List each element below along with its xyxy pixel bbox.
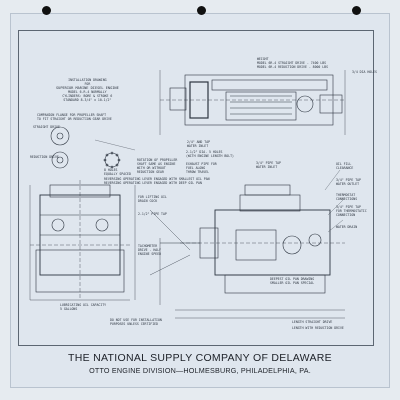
- lifting-line: FOR LIFTING OIL: [138, 195, 167, 199]
- water-inlet2-line: WATER INLET: [187, 144, 209, 148]
- installation-warning: DO NOT USE FOR INSTALLATION PURPOSES UNL…: [110, 318, 162, 326]
- holes-line: 8 HOLES: [104, 168, 118, 172]
- thermostat-line: CONNECTIONS: [336, 197, 358, 201]
- pipe-tap-label: 2-1/2" PIPE TAP: [138, 212, 167, 216]
- exhaust-note: EXHAUST PIPE FOR FUEL ALONG THROW TRAVEL: [186, 162, 217, 174]
- warning-line: PURPOSES UNLESS CERTIFIED: [110, 322, 158, 326]
- warning-line: DO NOT USE FOR INSTALLATION: [110, 318, 162, 322]
- water-inlet2-line: 2/4" AND TAP: [187, 140, 211, 144]
- water-outlet-line: 3/4" PIPE TAP: [336, 178, 361, 182]
- lever-note: REVERSING OPERATING LEVER ENGAGED WITH S…: [104, 177, 210, 185]
- flange-line: TO FIT STRAIGHT OR REDUCTION GEAR DRIVE: [37, 117, 112, 121]
- oil-fill-line: CLEARANCE: [336, 166, 354, 170]
- installation-line: INSTALLATION DRAWING: [68, 78, 107, 82]
- lifting-line: DRAIN COCK: [138, 199, 158, 203]
- flange-line: COMPANION FLANGE FOR PROPELLER SHAFT: [37, 113, 107, 117]
- tap2-line: FOR THERMOSTATIC: [336, 209, 367, 213]
- binder-hole-center: [197, 6, 206, 15]
- oil-pan-note: DEEPEST OIL PAN DRAWING SMALLER OIL PAN …: [270, 277, 314, 285]
- water-inlet2-note: 2/4" AND TAP WATER INLET: [187, 140, 210, 148]
- exhaust-line: FUEL ALONG: [186, 166, 206, 170]
- binder-hole-left: [42, 6, 51, 15]
- installation-note: INSTALLATION DRAWING FOR SUPERIOR MARINE…: [56, 78, 119, 102]
- length-straight-label: LENGTH STRAIGHT DRIVE: [292, 320, 333, 324]
- installation-line: FOR: [84, 82, 91, 86]
- holes-note: 8 HOLES EQUALLY SPACED: [104, 168, 131, 176]
- bolt-hole-pattern: [104, 152, 120, 168]
- thermostatic-tap-note: 3/4" PIPE TAP FOR THERMOSTATIC CONNECTIO…: [336, 205, 367, 217]
- straight-drive-flange: [50, 126, 70, 146]
- oil-pan-line: DEEPEST OIL PAN DRAWING: [270, 277, 315, 281]
- lube-line: LUBRICATING OIL CAPACITY: [60, 303, 107, 307]
- thermostat-note: THERMOSTAT CONNECTIONS: [336, 193, 357, 201]
- lube-line: 5 GALLONS: [60, 307, 78, 311]
- weight-title: WEIGHT: [257, 57, 269, 61]
- water-outlet-note: 3/4" PIPE TAP WATER OUTLET: [336, 178, 361, 186]
- engine-side-view: [214, 209, 331, 276]
- oil-fill-line: OIL FILL: [336, 162, 352, 166]
- water-inlet-line: 3/4" PIPE TAP: [256, 161, 281, 165]
- installation-line: CYLINDERS: BORE & STROKE 6: [62, 94, 113, 98]
- straight-drive-label: STRAIGHT DRIVE: [33, 125, 60, 129]
- oil-fill-note: OIL FILL CLEARANCE: [336, 162, 353, 170]
- drawing-frame: [18, 30, 374, 346]
- reduction-drive-label: REDUCTION DRIVE: [30, 155, 59, 159]
- length-reduction-label: LENGTH WITH REDUCTION DRIVE: [292, 326, 344, 330]
- weight-line: MODEL 6R-4 REDUCTION DRIVE - 8000 LBS: [257, 65, 329, 69]
- side-view-top: [244, 184, 291, 196]
- exhaust-manifold-top: [225, 91, 297, 121]
- sump-line: 2-1/2" DIA. 5 HOLES: [186, 150, 223, 154]
- weight-line: MODEL 6R-4 STRAIGHT DRIVE - 7400 LBS: [257, 61, 327, 65]
- binder-hole-right: [352, 6, 361, 15]
- sump-line: (WITH ENGINE LENGTH BOLT): [186, 154, 234, 158]
- dia-holes-label: 3/4 DIA HOLES: [352, 70, 377, 74]
- end-view-head: [49, 184, 111, 198]
- pump-circle-top: [296, 95, 314, 113]
- tap2-line: 3/4" PIPE TAP: [336, 205, 361, 209]
- installation-line: SUPERIOR MARINE DIESEL ENGINE: [56, 86, 119, 90]
- tachometer-line: ENGINE SPEED: [138, 252, 162, 256]
- rotation-line: SHAFT SAME AS ENGINE: [137, 162, 176, 166]
- exhaust-line: EXHAUST PIPE FOR: [186, 162, 217, 166]
- sump-note: 2-1/2" DIA. 5 HOLES (WITH ENGINE LENGTH …: [186, 150, 234, 158]
- weight-note: WEIGHT MODEL 6R-4 STRAIGHT DRIVE - 7400 …: [257, 57, 328, 69]
- rotation-line: WITH OR WITHOUT: [137, 166, 166, 170]
- reduction-drive-flange: [51, 151, 69, 169]
- side-view-valve-cover: [239, 194, 301, 212]
- tachometer-line: TACHOMETER: [138, 244, 158, 248]
- installation-line: MODEL 6-R-4 NORMALLY: [68, 90, 107, 94]
- rotation-note: ROTATION OF PROPELLER SHAFT SAME AS ENGI…: [137, 158, 177, 174]
- thermostat-line: THERMOSTAT: [336, 193, 356, 197]
- rotation-line: ROTATION OF PROPELLER: [137, 158, 178, 162]
- holes-line: EQUALLY SPACED: [104, 172, 131, 176]
- tachometer-note: TACHOMETER DRIVE - HALF ENGINE SPEED: [138, 244, 161, 256]
- front-end-top: [319, 94, 343, 114]
- tap2-line: CONNECTION: [336, 213, 356, 217]
- tachometer-line: DRIVE - HALF: [138, 248, 162, 252]
- lifting-note: FOR LIFTING OIL DRAIN COCK: [138, 195, 167, 203]
- water-drain-label: WATER DRAIN: [336, 225, 358, 229]
- side-view-oil-pan: [224, 274, 326, 294]
- lube-note: LUBRICATING OIL CAPACITY 5 GALLONS: [60, 303, 106, 311]
- oil-pan-line: SMALLER OIL PAN SPECIAL: [270, 281, 315, 285]
- blueprint-sheet: [10, 13, 390, 388]
- valve-cover-top: [211, 79, 328, 91]
- lever-line: REVERSING OPERATING LEVER ENGAGED WITH D…: [104, 181, 202, 185]
- division-subtitle: OTTO ENGINE DIVISION—HOLMESBURG, PHILADE…: [89, 366, 311, 375]
- flange-note: COMPANION FLANGE FOR PROPELLER SHAFT TO …: [37, 113, 112, 121]
- exhaust-line: THROW TRAVEL: [186, 170, 210, 174]
- water-inlet-line: WATER INLET: [256, 165, 278, 169]
- installation-line: STANDARD 8-3/4" x 10-1/2": [63, 98, 112, 102]
- water-inlet-note: 3/4" PIPE TAP WATER INLET: [256, 161, 281, 169]
- company-title: THE NATIONAL SUPPLY COMPANY OF DELAWARE: [68, 352, 332, 364]
- reduction-gear-top: [169, 87, 187, 111]
- lever-line: REVERSING OPERATING LEVER ENGAGED WITH S…: [104, 177, 210, 181]
- water-outlet-line: WATER OUTLET: [336, 182, 360, 186]
- rotation-line: REDUCTION GEAR: [137, 170, 164, 174]
